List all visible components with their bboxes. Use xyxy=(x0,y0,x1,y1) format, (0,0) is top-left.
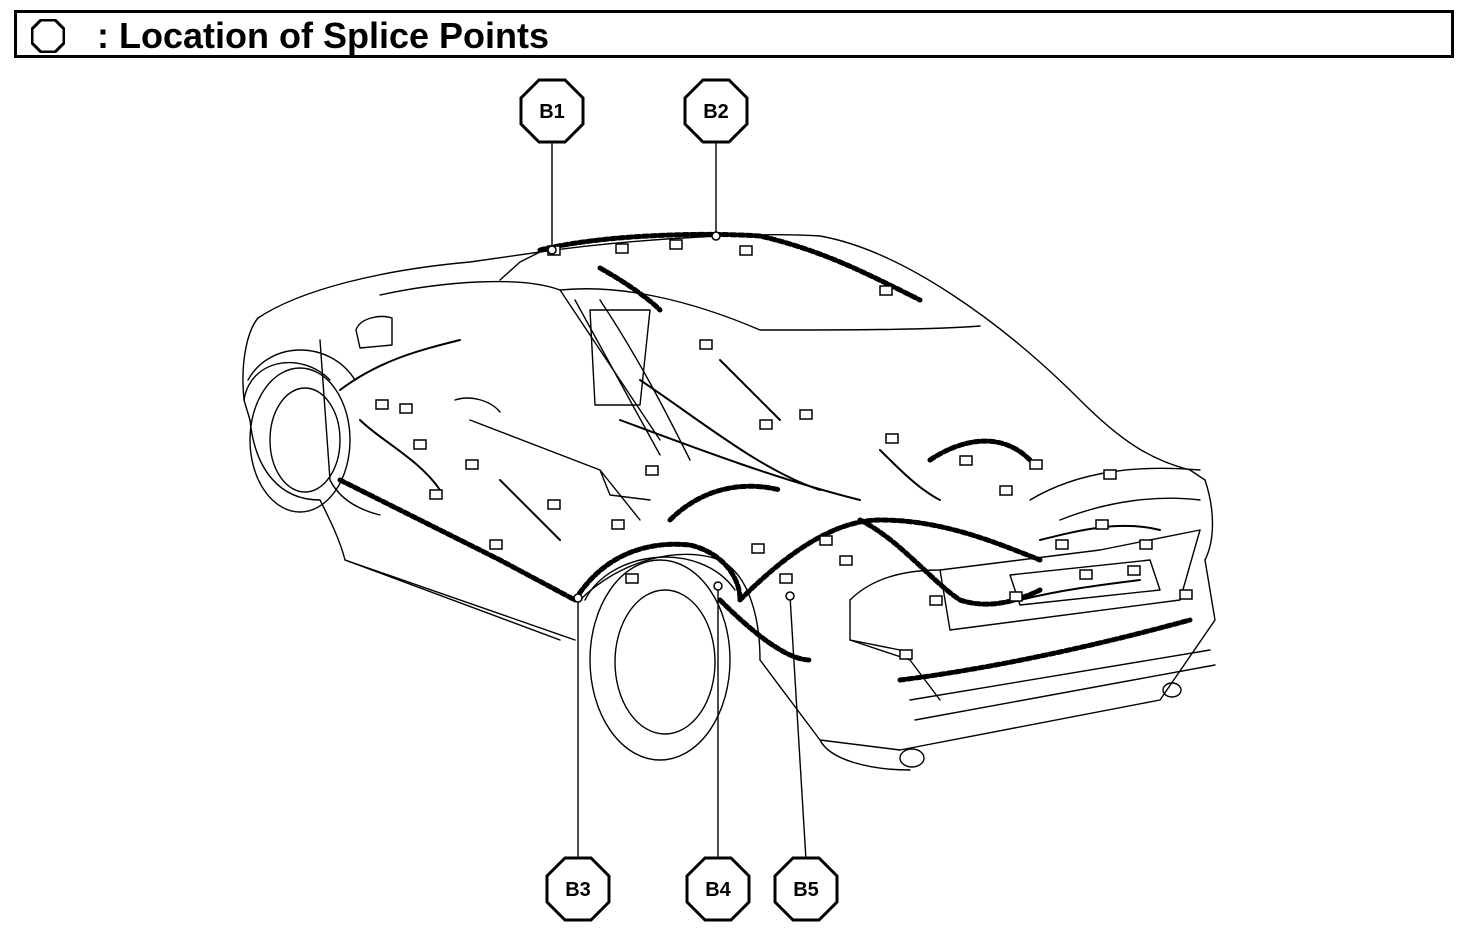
octagon-outline-icon xyxy=(31,19,65,53)
callout-label: B5 xyxy=(793,879,819,901)
callout-label: B1 xyxy=(539,101,565,123)
wiring-harness xyxy=(337,231,1193,683)
callout-b3: B3 xyxy=(545,856,611,922)
callout-b1: B1 xyxy=(519,78,585,144)
callout-b5: B5 xyxy=(773,856,839,922)
page-title: : Location of Splice Points xyxy=(97,15,550,56)
splice-markers xyxy=(547,231,795,603)
callout-label: B3 xyxy=(565,879,591,901)
leader-lines xyxy=(551,140,807,861)
callout-label: B4 xyxy=(705,879,731,901)
header-banner: : Location of Splice Points xyxy=(14,10,1454,58)
wiring-thin xyxy=(339,339,1161,601)
callout-b2: B2 xyxy=(683,78,749,144)
callout-b4: B4 xyxy=(685,856,751,922)
connectors xyxy=(375,239,1193,660)
callout-label: B2 xyxy=(703,101,729,123)
